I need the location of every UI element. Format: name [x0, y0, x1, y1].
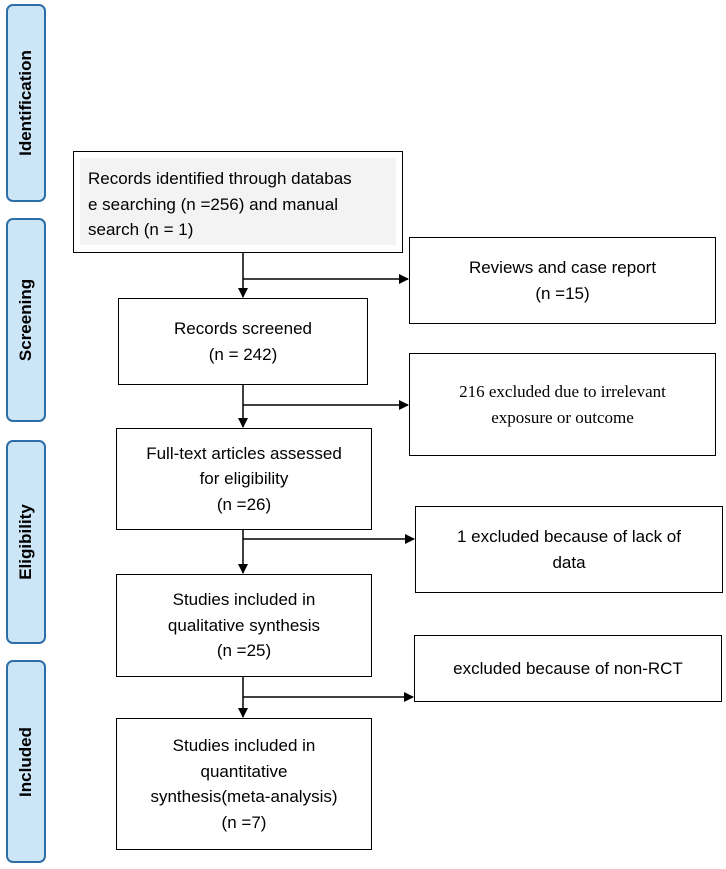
phase-eligibility-label: Eligibility [16, 504, 35, 580]
lack-of-data-excluded-box: 1 excluded because of lack of data [415, 506, 723, 593]
phase-included-label: Included [16, 726, 35, 797]
records-identified-text: Records identified through databas e sea… [88, 169, 352, 239]
irrelevant-excluded-box: 216 excluded due to irrelevant exposure … [409, 353, 716, 456]
qualitative-synthesis-text: Studies included in qualitative synthesi… [167, 590, 321, 661]
phase-identification-label: Identification [16, 50, 35, 156]
phase-included: Included [6, 660, 46, 863]
records-screened-box: Records screened (n = 242) [118, 298, 368, 385]
lack-of-data-excluded-text: 1 excluded because of lack of data [457, 527, 681, 572]
reviews-excluded-text: Reviews and case report (n =15) [468, 258, 657, 303]
full-text-assessed-text: Full-text articles assessed for eligibil… [146, 443, 342, 514]
records-identified-box: Records identified through databas e sea… [73, 151, 403, 253]
full-text-assessed-box: Full-text articles assessed for eligibil… [116, 428, 372, 530]
records-screened-text: Records screened (n = 242) [174, 319, 312, 364]
phase-screening-label: Screening [16, 278, 35, 362]
quantitative-synthesis-text: Studies included in quantitative synthes… [150, 736, 338, 832]
non-rct-excluded-box: excluded because of non-RCT [414, 635, 722, 702]
irrelevant-excluded-text: 216 excluded due to irrelevant exposure … [459, 382, 666, 427]
reviews-excluded-box: Reviews and case report (n =15) [409, 237, 716, 324]
non-rct-excluded-text: excluded because of non-RCT [453, 658, 683, 678]
phase-identification: Identification [6, 4, 46, 202]
phase-screening: Screening [6, 218, 46, 422]
qualitative-synthesis-box: Studies included in qualitative synthesi… [116, 574, 372, 677]
quantitative-synthesis-box: Studies included in quantitative synthes… [116, 718, 372, 850]
phase-eligibility: Eligibility [6, 440, 46, 644]
